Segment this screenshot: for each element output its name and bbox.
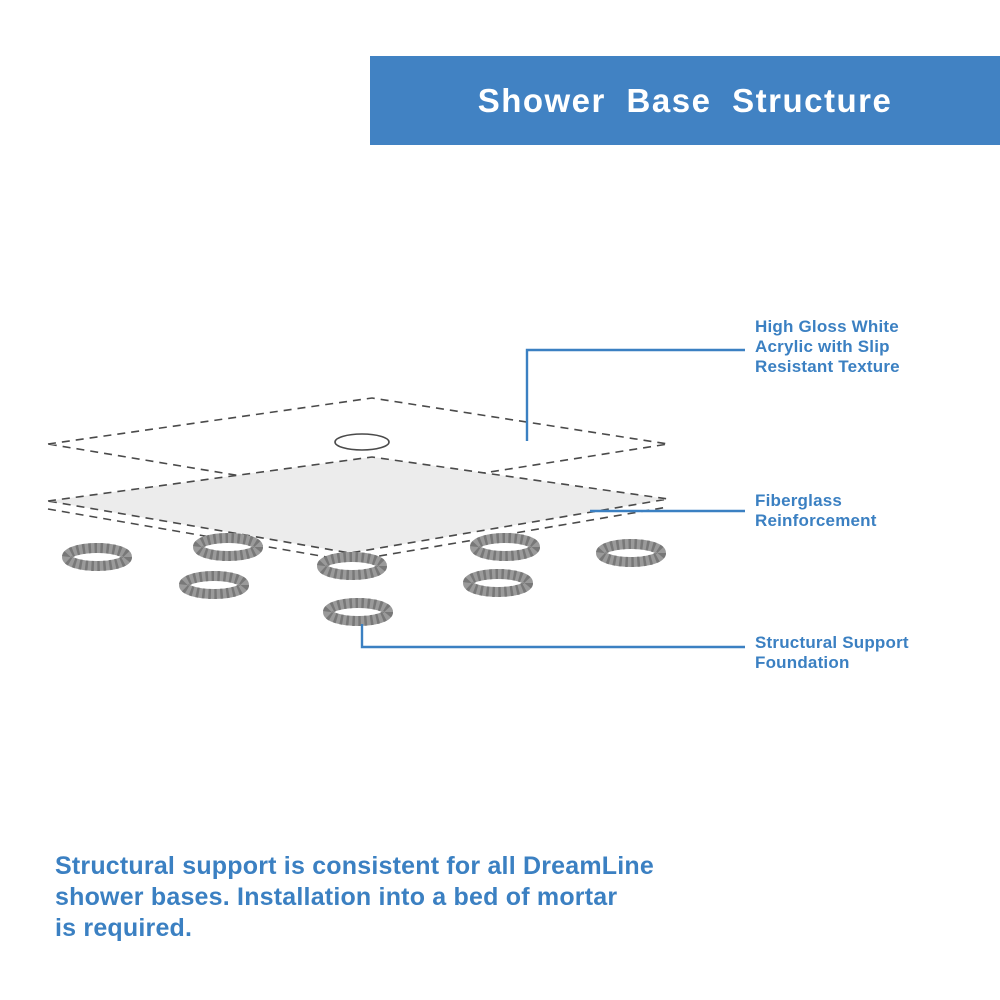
- drain-hole: [334, 433, 390, 451]
- support-ring: [317, 552, 387, 580]
- support-ring: [323, 598, 393, 626]
- label-support: Structural Support Foundation: [755, 633, 909, 672]
- support-ring: [596, 539, 666, 567]
- label-fiberglass: Fiberglass Reinforcement: [755, 491, 877, 530]
- page-title: Shower Base Structure: [477, 81, 893, 119]
- support-rings: [62, 533, 666, 626]
- leader-support: [360, 624, 745, 649]
- footer-note: Structural support is consistent for all…: [55, 852, 655, 942]
- support-ring: [179, 571, 249, 599]
- support-ring: [470, 533, 540, 561]
- support-ring: [463, 569, 533, 597]
- label-acrylic: High Gloss White Acrylic with Slip Resis…: [755, 317, 900, 376]
- support-ring: [62, 543, 132, 571]
- support-ring: [193, 533, 263, 561]
- title-banner: Shower Base Structure: [370, 56, 1000, 145]
- leader-acrylic: [525, 348, 745, 441]
- fiberglass-layer: [47, 456, 669, 562]
